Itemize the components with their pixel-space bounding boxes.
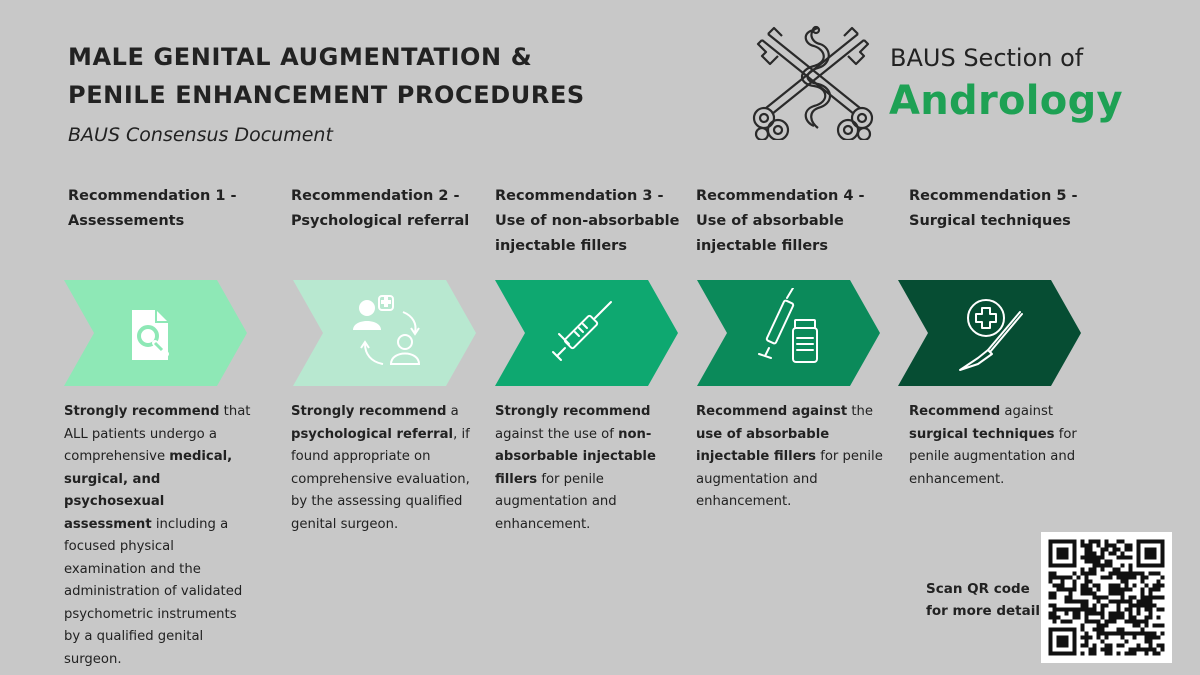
- rec-5-chevron: [898, 280, 1081, 386]
- rec-2-body: Strongly recommend a psychological refer…: [291, 401, 479, 536]
- brand-name: Andrology: [889, 78, 1123, 124]
- rec-2-heading: Recommendation 2 - Psychological referra…: [291, 184, 469, 234]
- rec-4-body-run: the: [847, 404, 873, 419]
- rec-3-heading: Recommendation 3 - Use of non-absorbable…: [495, 184, 680, 259]
- rec-4-heading-line: Recommendation 4 -: [696, 188, 865, 204]
- people-referral-cycle-icon: [353, 295, 421, 365]
- qr-label-line: Scan QR code: [926, 581, 1030, 597]
- qr-label: Scan QR code for more detail:: [926, 578, 1045, 622]
- rec-5-body: Recommend against surgical techniques fo…: [909, 401, 1097, 491]
- rec-4-body: Recommend against the use of absorbable …: [696, 401, 884, 514]
- rec-4-body-run: Recommend against: [696, 404, 848, 419]
- rec-4-heading-line: injectable fillers: [696, 238, 828, 254]
- brand-section-text: BAUS Section of: [890, 44, 1084, 72]
- qr-code[interactable]: [1041, 532, 1172, 663]
- rec-5-body-run: surgical techniques: [909, 426, 1055, 442]
- rec-5-heading-line: Surgical techniques: [909, 213, 1071, 229]
- rec-1-body-run: that ALL patients undergo a comprehensiv…: [64, 404, 251, 464]
- rec-4-body-run: use of absorbable injectable fillers: [696, 426, 830, 465]
- rec-3-chevron: [495, 280, 678, 386]
- rec-2-body-run: psychological referral: [291, 426, 454, 442]
- syringe-icon: [552, 301, 612, 361]
- rec-3-body: Strongly recommend against the use of no…: [495, 401, 683, 536]
- qr-code-icon[interactable]: [1041, 532, 1172, 663]
- rec-2-body-run: Strongly recommend: [291, 404, 447, 419]
- rec-4-chevron: [697, 280, 880, 386]
- title-line-2: PENILE ENHANCEMENT PROCEDURES: [68, 81, 585, 109]
- rec-1-heading: Recommendation 1 - Assessements: [68, 184, 237, 234]
- rec-5-body-run: for penile augmentation and enhancement.: [909, 426, 1077, 487]
- rec-4-heading-line: Use of absorbable: [696, 213, 844, 229]
- crossed-keys-serpent-emblem-icon: [752, 25, 874, 140]
- subtitle: BAUS Consensus Document: [68, 124, 333, 146]
- rec-5-heading: Recommendation 5 - Surgical techniques: [909, 184, 1078, 234]
- rec-2-body-run: , if found appropriate on comprehensive …: [291, 426, 470, 532]
- rec-1-body-run: Strongly recommend: [64, 404, 220, 419]
- title-line-1: MALE GENITAL AUGMENTATION &: [68, 43, 533, 71]
- rec-3-body-run: non-absorbable injectable fillers: [495, 426, 656, 487]
- rec-2-heading-line: Psychological referral: [291, 213, 470, 229]
- rec-4-heading: Recommendation 4 - Use of absorbable inj…: [696, 184, 865, 259]
- rec-3-heading-line: Recommendation 3 -: [495, 188, 664, 204]
- rec-1-body-run: medical, surgical, and psychosexual asse…: [64, 449, 233, 532]
- rec-5-body-run: Recommend: [909, 404, 1001, 419]
- rec-3-heading-line: injectable fillers: [495, 238, 627, 254]
- rec-1-body: Strongly recommend that ALL patients und…: [64, 401, 252, 671]
- rec-1-heading-line: Assessements: [68, 213, 185, 229]
- syringe-vial-icon: [758, 288, 818, 363]
- rec-3-body-run: for penile augmentation and enhancement.: [495, 471, 617, 532]
- rec-3-body-run: against the use of: [495, 426, 619, 442]
- rec-3-heading-line: Use of non-absorbable: [495, 213, 680, 229]
- rec-4-body-run: for penile augmentation and enhancement.: [696, 449, 883, 509]
- scalpel-medical-cross-icon: [959, 299, 1023, 371]
- rec-1-heading-line: Recommendation 1 -: [68, 188, 237, 204]
- rec-5-heading-line: Recommendation 5 -: [909, 188, 1078, 204]
- rec-2-body-run: a: [446, 404, 459, 419]
- qr-label-line: for more detail:: [926, 603, 1046, 619]
- rec-2-chevron: [293, 280, 476, 386]
- rec-1-body-run: including a focused physical examination…: [64, 516, 243, 667]
- rec-3-body-run: Strongly recommend: [495, 404, 651, 419]
- rec-2-heading-line: Recommendation 2 -: [291, 188, 460, 204]
- rec-5-body-run: against: [1000, 404, 1054, 419]
- rec-1-chevron: [64, 280, 247, 386]
- document-search-icon: [132, 310, 169, 360]
- page-title: MALE GENITAL AUGMENTATION & PENILE ENHAN…: [68, 38, 585, 114]
